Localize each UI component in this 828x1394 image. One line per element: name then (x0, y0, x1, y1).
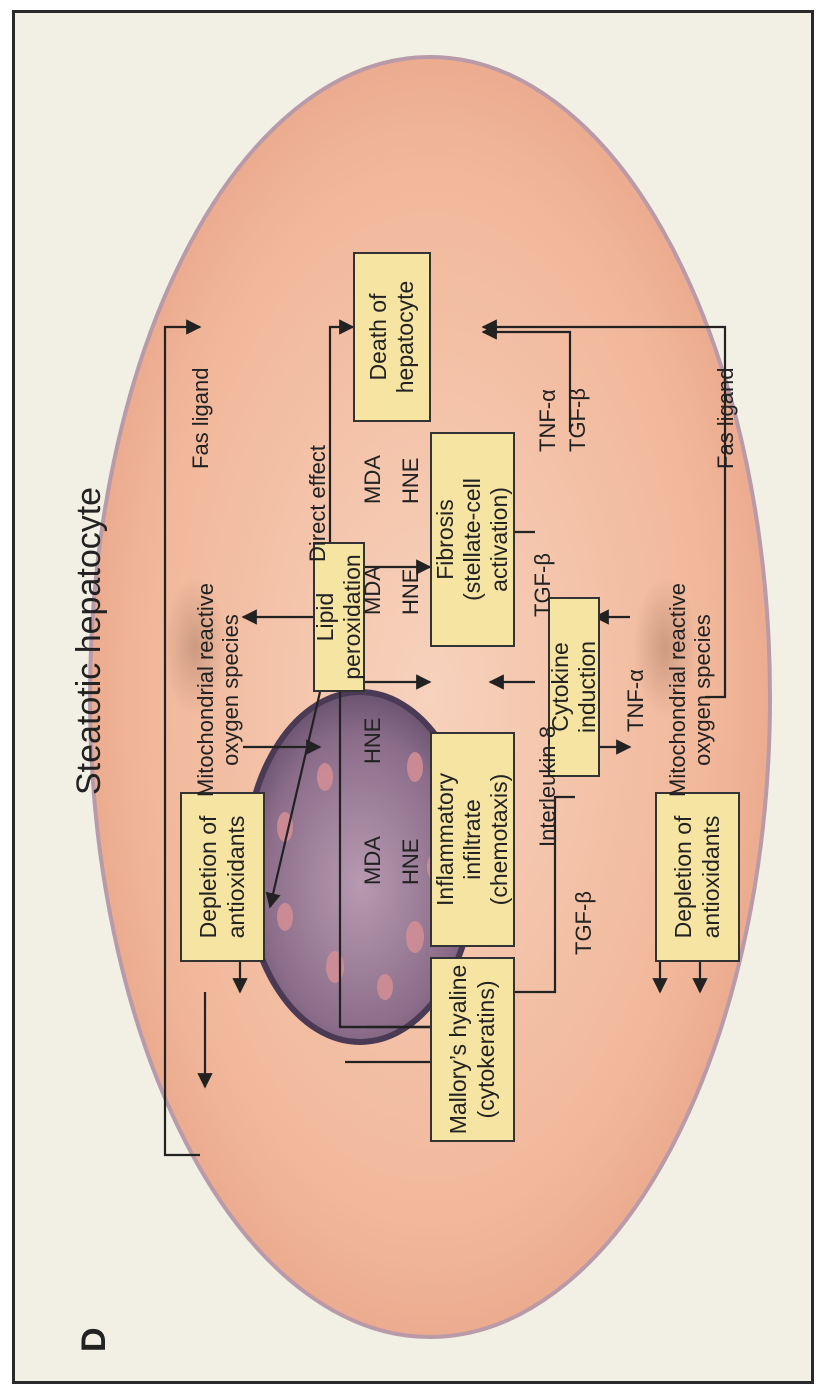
interleukin-label: Interleukin-8 (535, 726, 560, 847)
hne-2: HNE (398, 458, 423, 504)
box-fibrosis: Fibrosis (stellate-cell activation) (430, 432, 515, 647)
mda-2: MDA (360, 455, 385, 504)
mda-1: MDA (360, 566, 385, 615)
fas-ligand-top: Fas ligand (188, 367, 213, 469)
box-depletion-top: Depletion of antioxidants (180, 792, 265, 962)
tnf-mito-label: TNF-α (623, 669, 648, 732)
box-depletion-top-line2: antioxidants (223, 816, 250, 939)
box-depletion-top-line1: Depletion of (195, 816, 222, 939)
mito-bottom-line2: oxygen species (690, 583, 715, 797)
lipid-hne: HNE (360, 718, 385, 764)
box-inflammatory-line1: Inflammatory infiltrate (432, 734, 486, 945)
box-fibrosis-line2: (stellate-cell activation) (459, 434, 513, 645)
mito-bottom-line1: Mitochondrial reactive (665, 583, 690, 797)
box-depletion-bottom: Depletion of antioxidants (655, 792, 740, 962)
box-death: Death of hepatocyte (353, 252, 431, 422)
mito-bottom-label: Mitochondrial reactive oxygen species (665, 583, 716, 797)
hne-1: HNE (398, 569, 423, 615)
tgf-fibrosis-label: TGF-β (530, 553, 555, 617)
diagram-title: Steatotic hepatocyte (70, 487, 109, 795)
tnf-death-label: TNF-α (535, 389, 560, 452)
panel-label: D (75, 1327, 114, 1352)
box-death-line1: Death of (365, 294, 392, 381)
fas-ligand-bottom: Fas ligand (713, 367, 738, 469)
box-mallory-line2: (cytokeratins) (473, 980, 500, 1118)
box-fibrosis-line1: Fibrosis (432, 499, 459, 580)
nucleus-hne: HNE (398, 839, 423, 885)
mito-top-line2: oxygen species (218, 583, 243, 797)
box-inflammatory-line2: (chemotaxis) (486, 774, 513, 906)
mito-top-line1: Mitochondrial reactive (193, 583, 218, 797)
rotated-canvas: D Steatotic hepatocyte Depletion of anti… (15, 13, 814, 1384)
box-lipid-peroxidation: Lipid peroxidation (313, 542, 365, 692)
box-mallory-line1: Mallory’s hyaline (445, 965, 472, 1135)
direct-effect-label: Direct effect (305, 445, 330, 562)
box-death-line2: hepatocyte (392, 281, 419, 394)
box-inflammatory: Inflammatory infiltrate (chemotaxis) (430, 732, 515, 947)
box-lipid-peroxidation-label: Lipid peroxidation (312, 544, 366, 690)
nucleus-mda: MDA (360, 836, 385, 885)
tgf-mallory-label: TGF-β (571, 891, 596, 955)
mito-top-label: Mitochondrial reactive oxygen species (193, 583, 244, 797)
box-mallory: Mallory’s hyaline (cytokeratins) (430, 957, 515, 1142)
figure-frame: D Steatotic hepatocyte Depletion of anti… (12, 10, 814, 1384)
tgf-death-label: TGF-β (565, 388, 590, 452)
box-depletion-bottom-line1: Depletion of (670, 816, 697, 939)
box-depletion-bottom-line2: antioxidants (698, 816, 725, 939)
